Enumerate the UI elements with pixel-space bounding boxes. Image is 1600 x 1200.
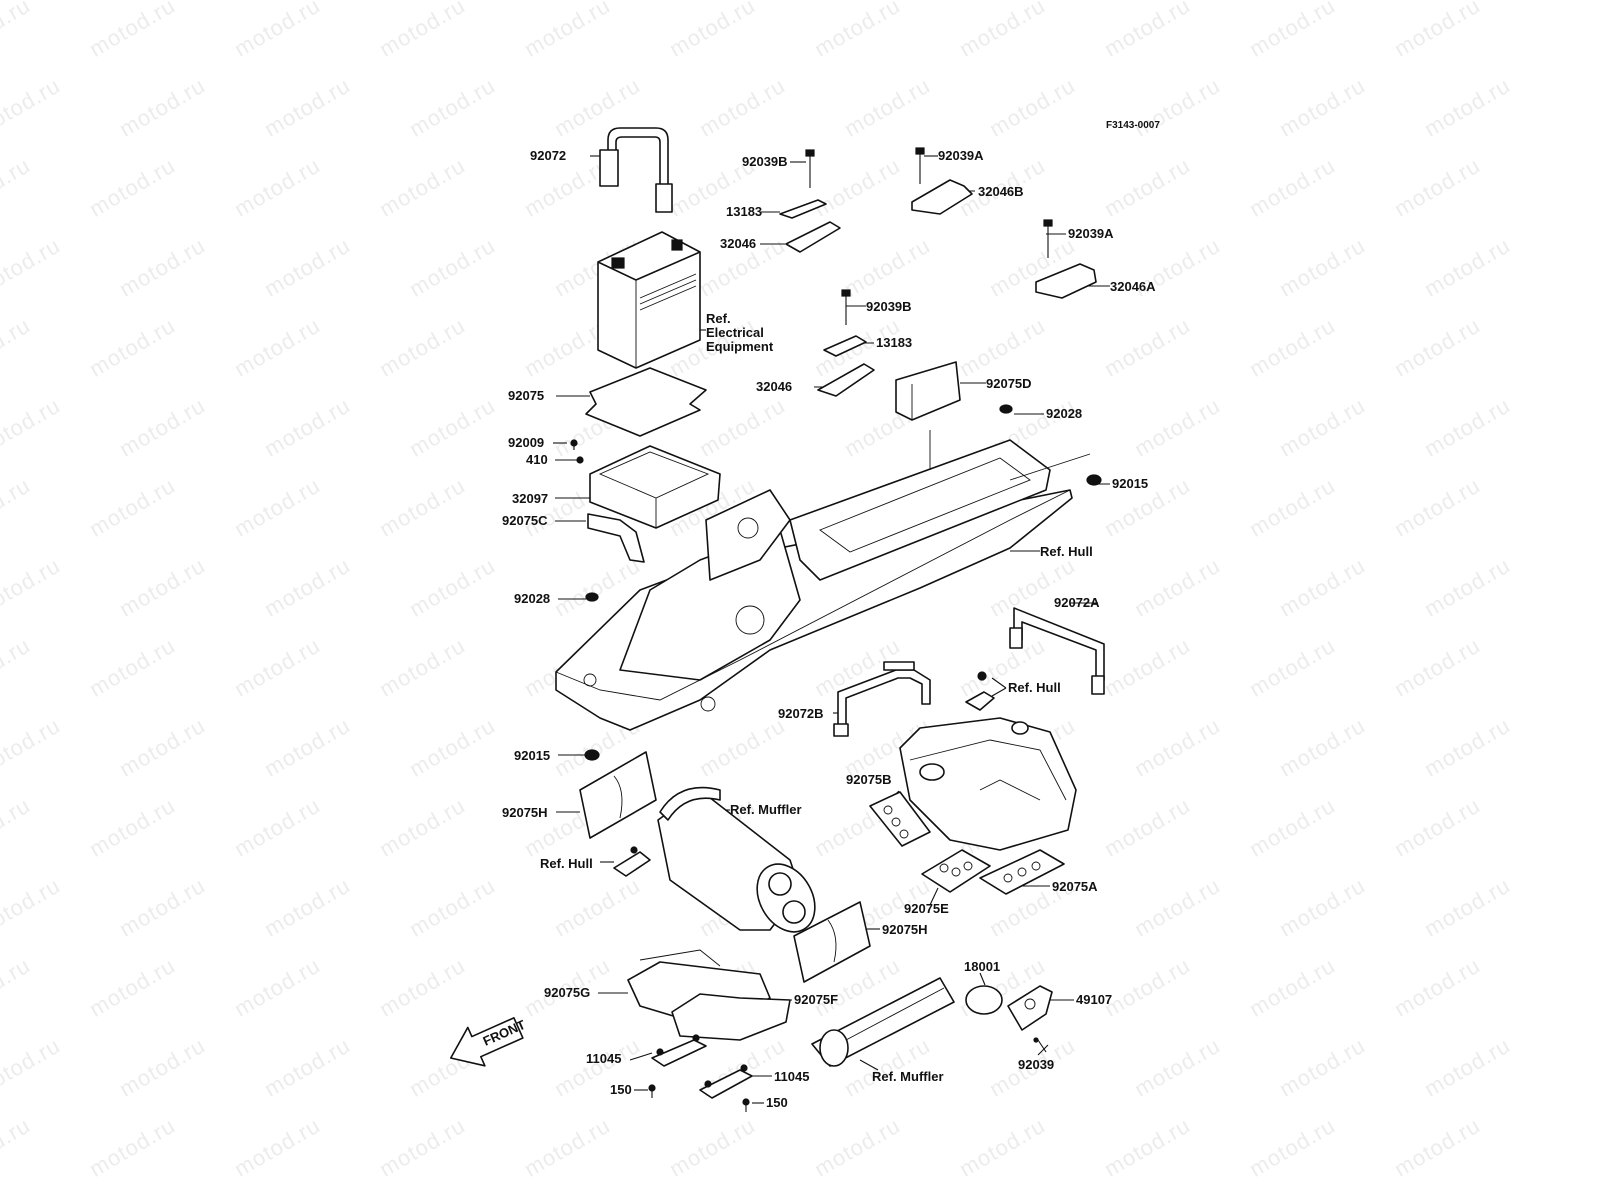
ref-electrical-label: Ref. Electrical Equipment [706, 312, 773, 354]
part-label-92015-right: 92015 [1112, 476, 1149, 491]
brackets-top [779, 147, 1097, 397]
part-label-32097: 32097 [512, 491, 549, 506]
ref-muffler-label-bottom: Ref. Muffler [872, 1069, 944, 1084]
hull [555, 430, 1091, 731]
part-label-32046a: 32046A [1110, 279, 1156, 294]
pad-92075H-left [579, 751, 657, 839]
ref-hull-label-right: Ref. Hull [1008, 680, 1061, 695]
ref-electrical-line-3: Equipment [706, 339, 774, 354]
strap-92072B [833, 661, 931, 737]
pads-92075G-F [627, 949, 791, 1041]
ref-electrical-line-2: Electrical [706, 325, 764, 340]
part-label-92009: 92009 [508, 435, 545, 450]
part-label-92072b: 92072B [778, 706, 824, 721]
pad-92075H-mid [793, 901, 871, 983]
part-label-49107: 49107 [1076, 992, 1113, 1007]
front-arrow [449, 1017, 524, 1067]
brackets-11045 [648, 1034, 753, 1112]
pad-92075C [587, 513, 645, 563]
strap-92072A [1009, 607, 1105, 695]
pad-92075D [895, 361, 961, 421]
part-label-32046-mid: 32046 [756, 379, 793, 394]
battery [597, 231, 701, 369]
part-label-92072a: 92072A [1054, 595, 1100, 610]
part-label-13183: 13183 [726, 204, 763, 219]
fuel-tank [899, 717, 1077, 851]
part-label-92039a-right: 92039A [1068, 226, 1114, 241]
part-label-92075f: 92075F [794, 992, 839, 1007]
part-label-92075h-mid: 92075H [882, 922, 928, 937]
part-label-92075: 92075 [508, 388, 545, 403]
part-label-92075d: 92075D [986, 376, 1032, 391]
part-label-92028-right: 92028 [1046, 406, 1083, 421]
part-label-92039: 92039 [1018, 1057, 1055, 1072]
part-label-11045-left: 11045 [586, 1051, 622, 1066]
part-label-92028-left: 92028 [514, 591, 551, 606]
part-label-92075g: 92075G [544, 985, 591, 1000]
figure-code: F3143-0007 [1106, 120, 1160, 131]
part-label-92039b: 92039B [742, 154, 788, 169]
part-label-150-left: 150 [610, 1082, 632, 1097]
battery-case-32097 [570, 439, 721, 529]
tank-pads [869, 791, 1065, 895]
ref-hull-label-left: Ref. Hull [540, 856, 593, 871]
part-label-18001: 18001 [964, 959, 1001, 974]
part-label-92075e: 92075E [904, 901, 949, 916]
part-label-13183-mid: 13183 [876, 335, 913, 350]
part-label-32046: 32046 [720, 236, 757, 251]
battery-strap-92072 [599, 127, 673, 213]
part-label-92075h-left: 92075H [502, 805, 548, 820]
part-label-92072: 92072 [530, 148, 567, 163]
part-label-11045-right: 11045 [774, 1069, 810, 1084]
part-label-92039b-mid: 92039B [866, 299, 912, 314]
ref-muffler-label-top: Ref. Muffler [730, 802, 802, 817]
part-label-92075c: 92075C [502, 513, 548, 528]
pad-92075 [585, 367, 707, 437]
muffler [613, 786, 816, 933]
grommets [584, 404, 1102, 761]
part-label-92015-left: 92015 [514, 748, 551, 763]
part-label-410: 410 [526, 452, 548, 467]
part-label-92039a: 92039A [938, 148, 984, 163]
exhaust-pipe [811, 977, 1053, 1067]
part-label-150-right: 150 [766, 1095, 788, 1110]
part-label-92075a: 92075A [1052, 879, 1098, 894]
ref-hull-label-top: Ref. Hull [1040, 544, 1093, 559]
ref-hull-bracket [965, 671, 995, 711]
part-label-92075b: 92075B [846, 772, 892, 787]
part-label-32046b: 32046B [978, 184, 1024, 199]
ref-electrical-line-1: Ref. [706, 311, 731, 326]
